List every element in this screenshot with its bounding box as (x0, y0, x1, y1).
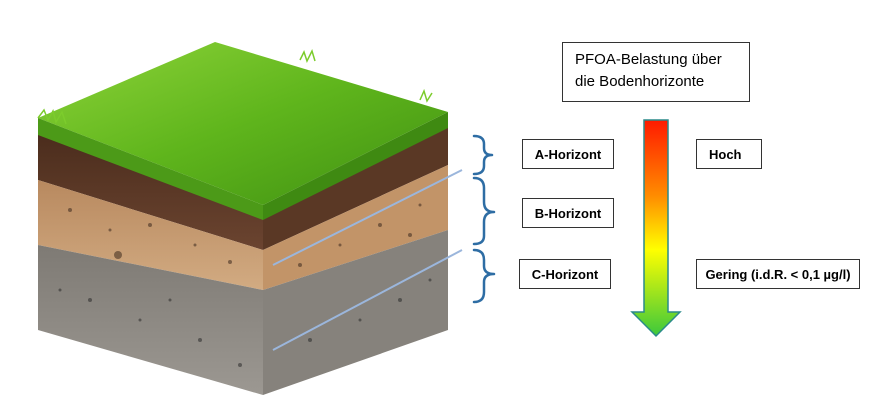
brace-b-icon (472, 176, 496, 246)
diagram-title: PFOA-Belastung über die Bodenhorizonte (562, 42, 750, 102)
brace-a-icon (472, 134, 494, 176)
soil-right-face (263, 125, 448, 395)
horizon-braces (472, 134, 496, 304)
leader-line-c (272, 249, 463, 351)
grass-top (37, 42, 448, 220)
pfoa-gradient-arrow (630, 119, 682, 338)
label-a-horizont: A-Horizont (522, 139, 614, 169)
label-b-horizont: B-Horizont (522, 198, 614, 228)
title-line-1: PFOA-Belastung über (575, 51, 722, 68)
title-line-2: die Bodenhorizonte (575, 73, 705, 90)
soil-left-face (38, 130, 263, 395)
soil-block (37, 42, 463, 395)
brace-c-icon (472, 248, 496, 304)
leader-line-b (272, 169, 463, 266)
soil-speckles (58, 203, 432, 367)
scale-low-label: Gering (i.d.R. < 0,1 µg/l) (696, 259, 860, 289)
scale-high-label: Hoch (696, 139, 762, 169)
label-c-horizont: C-Horizont (519, 259, 611, 289)
